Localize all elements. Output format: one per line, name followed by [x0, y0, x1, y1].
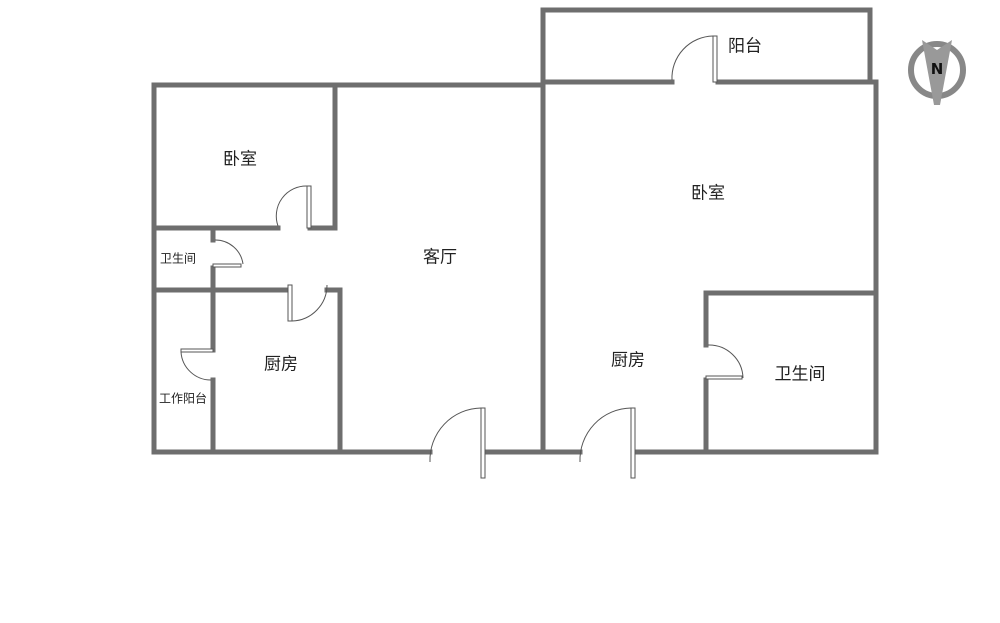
compass-icon	[908, 40, 966, 105]
compass-north-label: N	[930, 60, 944, 78]
room-label-work-balcony: 工作阳台	[158, 391, 208, 406]
doors	[180, 35, 744, 479]
room-label-kitchen-left: 厨房	[264, 354, 298, 375]
room-label-bathroom-left: 卫生间	[159, 251, 197, 266]
room-label-bedroom-right: 卧室	[691, 183, 725, 204]
room-label-living-room: 客厅	[423, 247, 457, 268]
walls	[151, 7, 879, 455]
room-label-balcony: 阳台	[728, 36, 762, 57]
room-label-kitchen-right: 厨房	[611, 350, 645, 371]
room-label-bedroom-left: 卧室	[223, 149, 257, 170]
room-label-bathroom-right: 卫生间	[774, 364, 826, 385]
